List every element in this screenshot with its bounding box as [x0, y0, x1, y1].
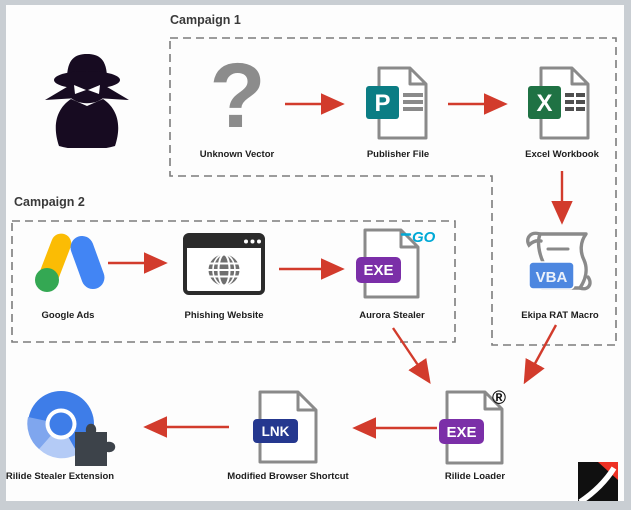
ekipa-rat-macro-label: Ekipa RAT Macro [521, 310, 599, 321]
excel-file-icon: X [528, 66, 590, 140]
frame-right [624, 0, 631, 510]
frame-top [0, 0, 631, 5]
publisher-badge-letter: P [374, 90, 390, 117]
lnk-badge: LNK [262, 424, 290, 439]
excel-workbook-label: Excel Workbook [525, 149, 599, 160]
campaign1-dashed-box [169, 37, 617, 346]
golang-wordmark: GO [412, 229, 436, 246]
google-ads-label: Google Ads [41, 310, 95, 321]
aurora-exe-file-icon: GO EXE [356, 228, 436, 299]
flow-arrows [108, 93, 573, 439]
arrow-ekipa-to-loader [523, 324, 558, 385]
aurora-stealer-label: Aurora Stealer [359, 310, 425, 321]
lnk-file-icon: LNK [253, 390, 318, 464]
phishing-website-label: Phishing Website [184, 310, 264, 321]
publisher-file-label: Publisher File [366, 149, 430, 160]
globe-glyph [208, 253, 240, 287]
vba-badge-text: VBA [536, 269, 568, 286]
campaign2-label: Campaign 2 [14, 195, 85, 209]
unknown-vector-label: Unknown Vector [199, 149, 275, 160]
aurora-exe-badge: EXE [363, 262, 393, 279]
registered-trademark-icon: ® [492, 388, 506, 409]
puzzle-extension-icon [75, 423, 116, 466]
rilide-loader-label: Rilide Loader [444, 471, 506, 482]
loader-exe-badge: EXE [446, 424, 476, 441]
frame-bottom [0, 501, 631, 510]
threat-actor-icon [45, 54, 129, 148]
google-ads-icon [35, 233, 105, 292]
phishing-browser-globe-icon [183, 233, 265, 295]
rilide-loader-exe-file-icon: ® EXE [439, 388, 506, 465]
arrow-aurora-to-loader [392, 327, 431, 384]
campaign2-dashed-box [11, 220, 456, 343]
question-mark-icon: ? [209, 45, 266, 147]
publisher-file-icon: P [366, 66, 428, 140]
frame-left [0, 0, 6, 510]
vba-macro-scroll-icon: VBA [526, 231, 592, 291]
chromium-browser-icon [27, 391, 116, 466]
modified-browser-shortcut-label: Modified Browser Shortcut [227, 471, 349, 482]
excel-badge-letter: X [536, 90, 552, 117]
rilide-stealer-extension-label: Rilide Stealer Extension [5, 471, 115, 482]
vendor-logo [578, 462, 618, 504]
campaign1-label: Campaign 1 [170, 13, 241, 27]
